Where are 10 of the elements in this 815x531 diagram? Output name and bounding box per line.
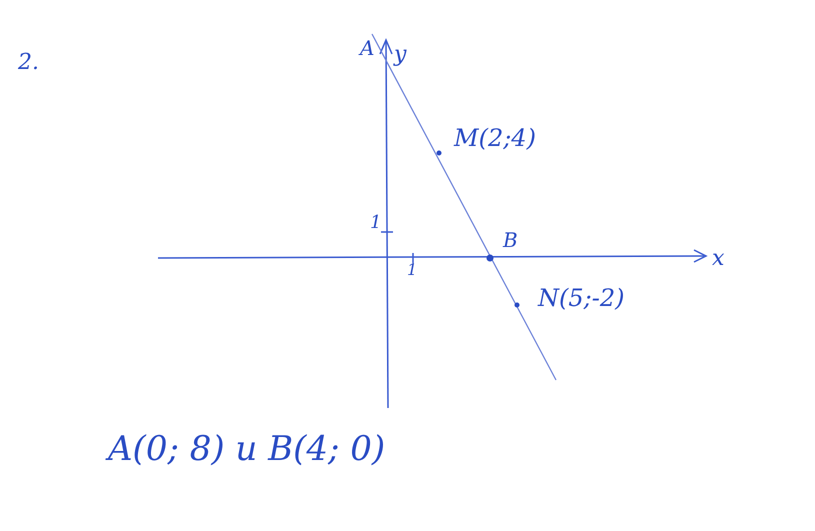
point-label: M(2;4) — [454, 126, 536, 150]
answer-text: A(0; 8) и B(4; 0) — [108, 432, 386, 466]
tick-label: 1 — [407, 262, 418, 278]
point-label: B — [503, 230, 518, 250]
axis-label: y — [394, 44, 406, 66]
point-label: N(5;-2) — [538, 286, 624, 310]
tick-label: 1 — [370, 214, 382, 232]
problem-number: 2. — [18, 52, 39, 74]
axis-label: x — [712, 248, 724, 270]
point-label: A — [360, 38, 374, 58]
